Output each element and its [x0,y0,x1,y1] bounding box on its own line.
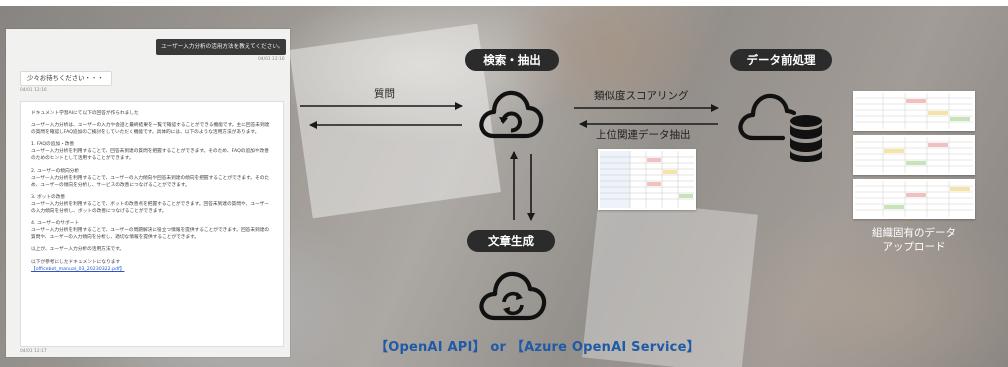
reference-label: 以下が参考にしたドキュメントになります [31,259,121,265]
flow-arrows [300,102,719,221]
answer-paragraph: ドキュメント学習AIにて以下の回答が作られました [31,111,139,116]
cloud-refresh-icon [476,84,546,146]
user-question-timestamp: 04/01 12:16 [258,57,285,62]
user-question-bubble: ユーザー入力分析の活用方法を教えてください。 [156,39,286,55]
reference-link[interactable]: 【officebot_manual_03_20230322.pdf】 [31,266,125,272]
answer-paragraph: 2. ユーザーの傾向分析 ユーザー入力分析を利用することで、ユーザーの入力傾向や… [31,168,270,188]
generate-node-label: 文章生成 [467,230,555,252]
cloud-database-icon [737,86,831,162]
extracted-data-thumbnail [598,149,696,210]
org-data-thumbnail [853,91,975,131]
answer-paragraph: ユーザー入力分析は、ユーザーの入力や会話と最終結果を一覧で確認することができる機… [31,123,270,136]
org-data-thumbnail [853,179,975,219]
preprocess-node-label: データ前処理 [730,49,832,71]
search-extract-node-label: 検索・抽出 [465,49,559,71]
answer-paragraph: 3. ボットの改善 ユーザー入力分析を利用することで、ボットの改善点を把握するこ… [31,194,269,215]
upload-label: 組織固有のデータ アップロード [860,226,968,254]
cloud-sync-icon [476,264,550,328]
answer-paragraph: 4. ユーザーのサポート ユーザー入力分析を利用することで、ユーザーの問題解決に… [31,221,270,241]
diagram-canvas: ユーザー入力分析の活用方法を教えてください。 04/01 12:16 少々お待ち… [0,6,1008,367]
wait-message-bubble: 少々お待ちください・・・ [20,71,112,86]
upload-label-line1: 組織固有のデータ [872,227,956,239]
service-footer: 【OpenAI API】 or 【Azure OpenAI Service】 [375,340,700,355]
org-data-thumbnail [853,135,975,175]
similarity-label: 類似度スコアリング [594,90,689,102]
chat-panel: ユーザー入力分析の活用方法を教えてください。 04/01 12:16 少々お待ち… [6,29,290,357]
answer-bubble: ドキュメント学習AIにて以下の回答が作られました ユーザー入力分析は、ユーザーの… [20,101,284,347]
wait-message-timestamp: 04/01 12:16 [20,88,47,93]
answer-paragraph: 1. FAQの追加・改善 ユーザー入力分析を利用することで、回答未到達の質問を把… [31,142,269,162]
question-label: 質問 [374,88,395,100]
upload-label-line2: アップロード [882,241,946,253]
extract-label: 上位関連データ抽出 [596,129,691,141]
answer-paragraph: 以上が、ユーザー入力分析の活用方法です。 [31,247,125,253]
answer-timestamp: 04/01 12:17 [20,349,47,354]
